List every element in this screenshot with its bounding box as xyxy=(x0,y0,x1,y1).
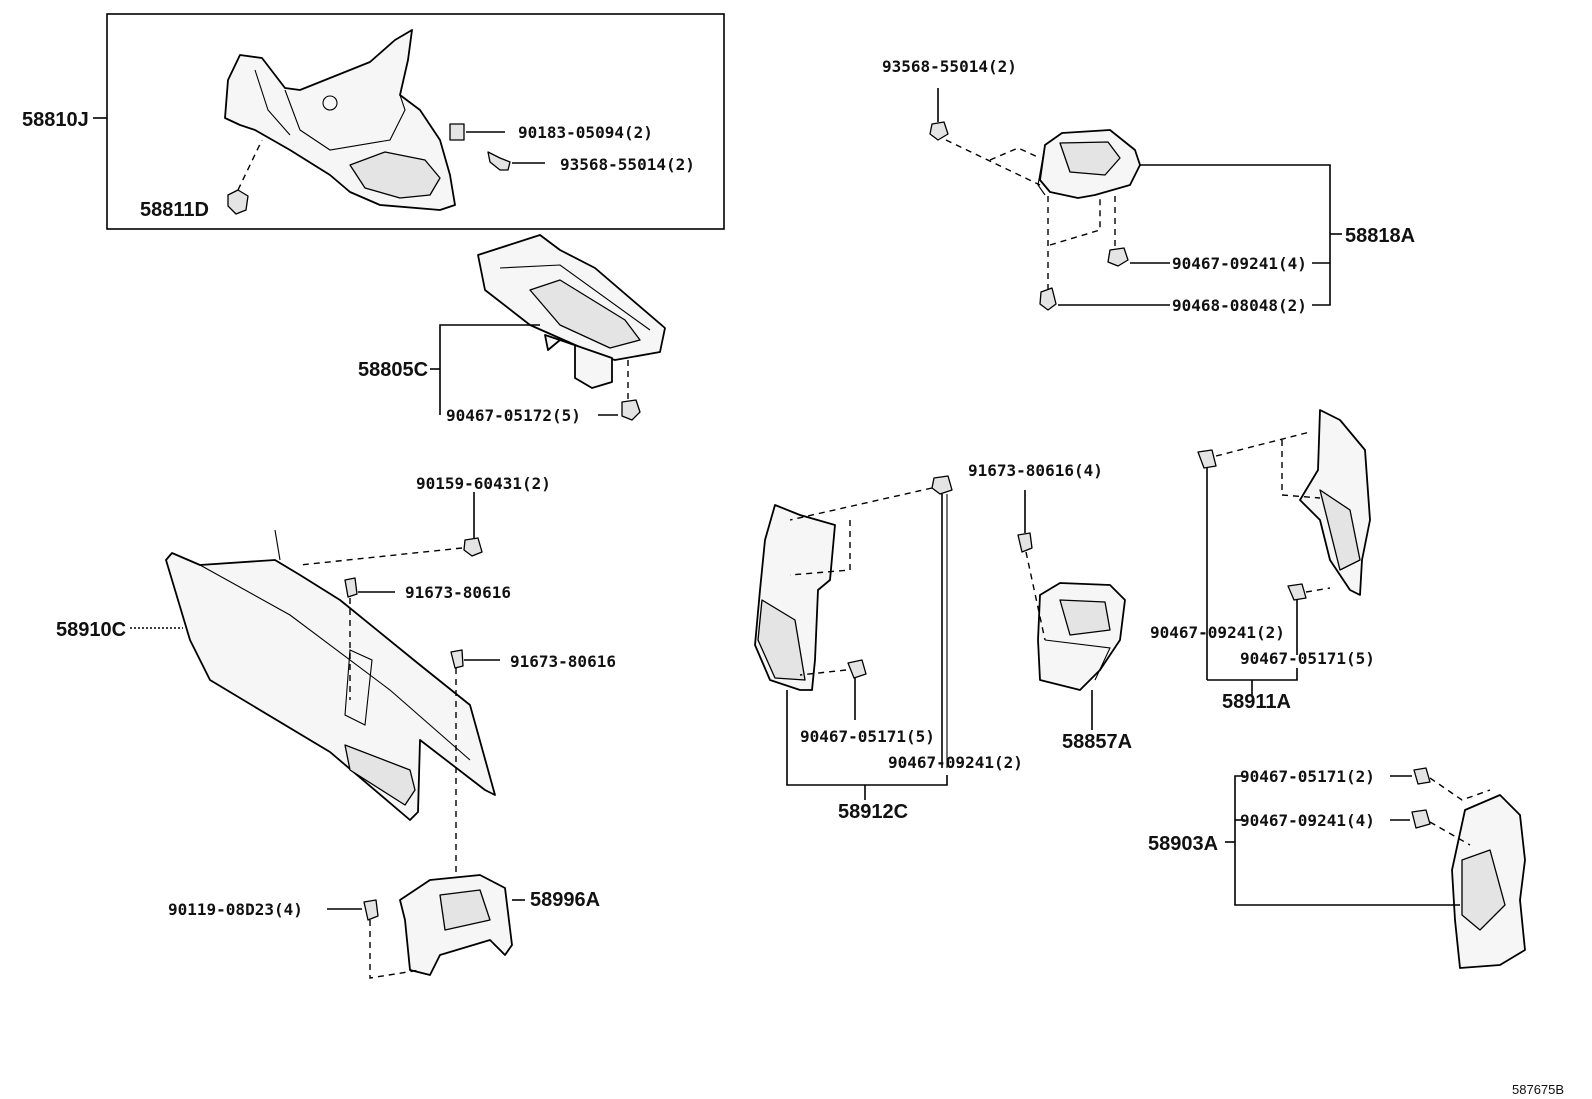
label-91673-80616-4: 91673-80616(4) xyxy=(968,461,1103,480)
label-58911A: 58911A xyxy=(1222,691,1291,713)
bolt-91673-80616-4 xyxy=(1017,532,1033,553)
label-90468-08048: 90468-08048(2) xyxy=(1172,296,1307,315)
label-90467-09241-2a: 90467-09241(2) xyxy=(888,753,1023,772)
clip-90467-05171-a xyxy=(847,659,867,679)
screw-90159-60431 xyxy=(463,537,483,557)
bracket-58996A xyxy=(399,874,513,976)
console-box-58910C xyxy=(165,529,496,821)
label-58810J: 58810J xyxy=(22,109,89,131)
shift-bracket-58857A xyxy=(1037,582,1126,691)
label-90159-60431: 90159-60431(2) xyxy=(416,474,551,493)
clip-90183-05094 xyxy=(449,123,465,141)
shift-bezel-58818A xyxy=(1037,129,1141,199)
label-58912C: 58912C xyxy=(838,801,908,823)
label-90467-05171-5a: 90467-05171(5) xyxy=(800,727,935,746)
clip-90467-09241-d xyxy=(1411,809,1431,829)
clip-90467-05171-c xyxy=(1413,767,1431,785)
label-90183-05094: 90183-05094(2) xyxy=(518,123,653,142)
diagram-code: 587675B xyxy=(1512,1082,1564,1097)
clip-90467-05171-b xyxy=(1287,583,1307,601)
cup-holder-tray-58805C xyxy=(477,234,666,389)
screw-93568-55014-b xyxy=(929,121,949,141)
clip-90467-09241-b xyxy=(931,475,953,495)
label-90467-09241-4b: 90467-09241(4) xyxy=(1240,811,1375,830)
label-58857A: 58857A xyxy=(1062,731,1132,753)
clip-90467-09241-c xyxy=(1197,449,1217,469)
screw-93568-55014-a xyxy=(487,151,511,171)
label-91673-80616-b: 91673-80616 xyxy=(510,652,616,671)
label-90119-08D23: 90119-08D23(4) xyxy=(168,900,303,919)
bolt-91673-80616-a xyxy=(344,577,358,598)
clip-90468-08048 xyxy=(1039,287,1057,311)
label-90467-09241-2b: 90467-09241(2) xyxy=(1150,623,1285,642)
label-90467-05172: 90467-05172(5) xyxy=(446,406,581,425)
assembly-group-box xyxy=(106,13,725,230)
upper-console-panel-58810J xyxy=(224,29,456,211)
label-58811D: 58811D xyxy=(140,199,209,221)
label-58818A: 58818A xyxy=(1345,225,1415,247)
label-58805C: 58805C xyxy=(358,359,428,381)
label-90467-09241-4a: 90467-09241(4) xyxy=(1172,254,1307,273)
clip-90467-09241-a xyxy=(1107,247,1129,267)
bolt-90119-08D23 xyxy=(363,899,379,921)
rear-panel-58903A xyxy=(1451,794,1526,969)
label-93568-55014-b: 93568-55014(2) xyxy=(882,57,1017,76)
clip-90467-05172 xyxy=(621,399,641,421)
side-panel-58911A xyxy=(1299,409,1371,596)
label-90467-05171-5b: 90467-05171(5) xyxy=(1240,649,1375,668)
label-58996A: 58996A xyxy=(530,889,600,911)
label-91673-80616-a: 91673-80616 xyxy=(405,583,511,602)
side-panel-58912C xyxy=(754,504,836,691)
label-90467-05171-2: 90467-05171(2) xyxy=(1240,767,1375,786)
bolt-91673-80616-b xyxy=(450,649,464,669)
label-58910C: 58910C xyxy=(56,619,126,641)
label-93568-55014-a: 93568-55014(2) xyxy=(560,155,695,174)
label-58903A: 58903A xyxy=(1148,833,1218,855)
clip-58811D xyxy=(227,139,263,215)
